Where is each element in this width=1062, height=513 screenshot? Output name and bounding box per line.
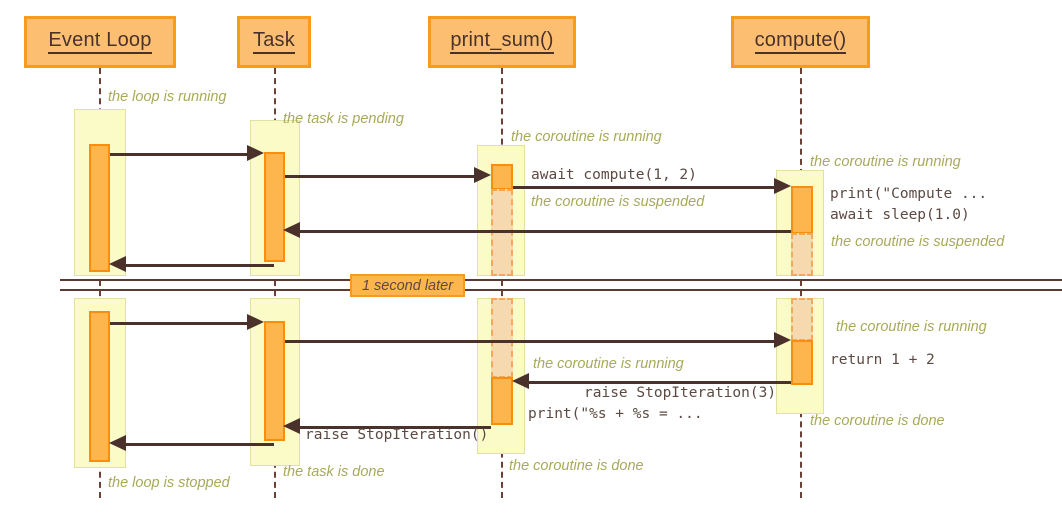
activation-task-top	[264, 152, 285, 262]
note-printsum-suspended: the coroutine is suspended	[531, 194, 705, 210]
arrowhead-printsum-to-compute	[774, 178, 791, 194]
note-compute-running: the coroutine is running	[810, 154, 961, 170]
arrowhead-task-to-compute	[774, 332, 791, 348]
note-loop-running: the loop is running	[108, 89, 227, 105]
activation-compute-suspended-2	[791, 298, 813, 341]
note-compute-done: the coroutine is done	[810, 413, 945, 429]
lifeline-compute	[800, 68, 802, 498]
note-printsum-done: the coroutine is done	[509, 458, 644, 474]
participant-label-compute: compute()	[754, 30, 847, 54]
note-task-done: the task is done	[283, 464, 385, 480]
message-label-raise-stopiteration-3: raise StopIteration(3)	[584, 385, 777, 401]
activation-print-sum-suspended-2	[491, 298, 513, 378]
arrowhead-task-to-loop-final	[109, 435, 126, 451]
arrowhead-loop-to-task-2	[247, 314, 264, 330]
activation-compute-running-bottom	[791, 340, 813, 385]
arrowhead-loop-to-task-1	[247, 145, 264, 161]
divider-line-lower	[60, 289, 1062, 291]
lifeline-task	[274, 68, 276, 498]
message-line-compute-to-task-suspend	[300, 230, 791, 233]
message-label-await-compute: await compute(1, 2)	[531, 167, 697, 183]
activation-print-sum-running-top	[491, 164, 513, 190]
activation-event-loop-top	[89, 144, 110, 272]
message-line-printsum-to-compute	[513, 186, 775, 189]
participant-print-sum[interactable]: print_sum()	[428, 16, 576, 68]
message-line-loop-to-task-2	[110, 322, 256, 325]
activation-event-loop-bottom	[89, 311, 110, 462]
participant-task[interactable]: Task	[237, 16, 311, 68]
message-line-task-to-compute	[285, 340, 775, 343]
message-label-print-compute: print("Compute ...	[830, 186, 988, 202]
arrowhead-task-to-loop-suspend	[109, 256, 126, 272]
activation-task-bottom	[264, 321, 285, 441]
arrowhead-compute-to-printsum	[512, 373, 529, 389]
divider-line-upper	[60, 279, 1062, 281]
message-line-printsum-to-task	[300, 426, 491, 429]
participant-event-loop[interactable]: Event Loop	[24, 16, 176, 68]
message-line-task-to-loop-final	[126, 443, 274, 446]
participant-label-print-sum: print_sum()	[450, 30, 554, 54]
message-line-task-to-printsum-1	[285, 175, 475, 178]
message-line-task-to-loop-suspend	[126, 264, 274, 267]
note-task-pending: the task is pending	[283, 111, 404, 127]
message-label-raise-stopiteration: raise StopIteration()	[305, 427, 489, 443]
lifeline-print-sum	[501, 68, 503, 498]
participant-label-task: Task	[253, 30, 295, 54]
note-printsum-running-2: the coroutine is running	[533, 356, 684, 372]
message-label-return: return 1 + 2	[830, 352, 935, 368]
message-line-compute-to-printsum	[528, 381, 791, 384]
message-label-await-sleep: await sleep(1.0)	[830, 207, 970, 223]
participant-compute[interactable]: compute()	[731, 16, 870, 68]
note-compute-running-2: the coroutine is running	[836, 319, 987, 335]
note-loop-stopped: the loop is stopped	[108, 475, 230, 491]
activation-compute-suspended	[791, 233, 813, 276]
note-compute-suspended: the coroutine is suspended	[831, 234, 1005, 250]
activation-compute-running-top	[791, 186, 813, 234]
participant-label-event-loop: Event Loop	[48, 30, 152, 54]
message-line-loop-to-task-1	[110, 153, 256, 156]
divider-label-box: 1 second later	[350, 274, 465, 297]
arrowhead-task-to-printsum-1	[474, 167, 491, 183]
activation-print-sum-running-bottom	[491, 377, 513, 425]
message-label-print-sum-result: print("%s + %s = ...	[528, 406, 703, 422]
arrowhead-printsum-to-task	[283, 418, 300, 434]
arrowhead-compute-to-task-suspend	[283, 222, 300, 238]
note-printsum-running: the coroutine is running	[511, 129, 662, 145]
lifeline-event-loop	[99, 68, 101, 498]
